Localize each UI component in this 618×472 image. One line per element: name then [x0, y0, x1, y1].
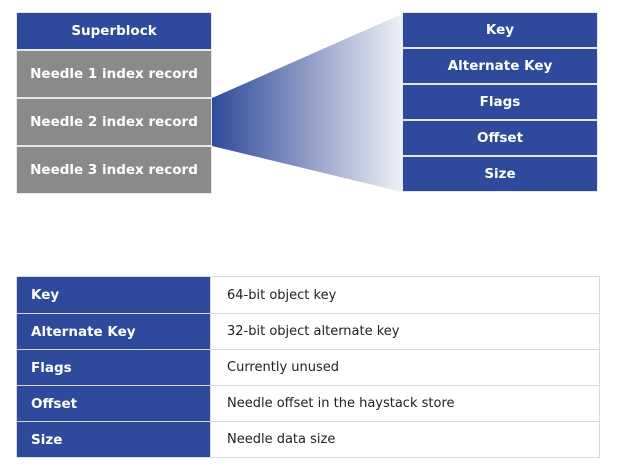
needle-3-index-record: Needle 3 index record — [16, 146, 212, 194]
row-key-cell: Alternate Key — [17, 314, 211, 349]
row-key-cell: Key — [17, 277, 211, 313]
field-size: Size — [402, 156, 598, 192]
row-desc-cell: Needle data size — [211, 422, 599, 457]
field-offset: Offset — [402, 120, 598, 156]
table-row: Key 64-bit object key — [17, 277, 599, 313]
table-row: Flags Currently unused — [17, 349, 599, 385]
field-flags: Flags — [402, 84, 598, 120]
row-desc-cell: 32-bit object alternate key — [211, 314, 599, 349]
row-desc-cell: Currently unused — [211, 350, 599, 385]
needle-2-index-record: Needle 2 index record — [16, 98, 212, 146]
field-key: Key — [402, 12, 598, 48]
table-row: Offset Needle offset in the haystack sto… — [17, 385, 599, 421]
needle-1-index-record: Needle 1 index record — [16, 50, 212, 98]
table-row: Size Needle data size — [17, 421, 599, 457]
superblock-box: Superblock — [16, 12, 212, 50]
field-description-table: Key 64-bit object key Alternate Key 32-b… — [16, 276, 600, 458]
row-key-cell: Size — [17, 422, 211, 457]
row-desc-cell: Needle offset in the haystack store — [211, 386, 599, 421]
table-row: Alternate Key 32-bit object alternate ke… — [17, 313, 599, 349]
row-key-cell: Offset — [17, 386, 211, 421]
expansion-fan — [212, 14, 402, 192]
fan-shape — [212, 14, 402, 192]
row-key-cell: Flags — [17, 350, 211, 385]
row-desc-cell: 64-bit object key — [211, 277, 599, 313]
field-alternate-key: Alternate Key — [402, 48, 598, 84]
